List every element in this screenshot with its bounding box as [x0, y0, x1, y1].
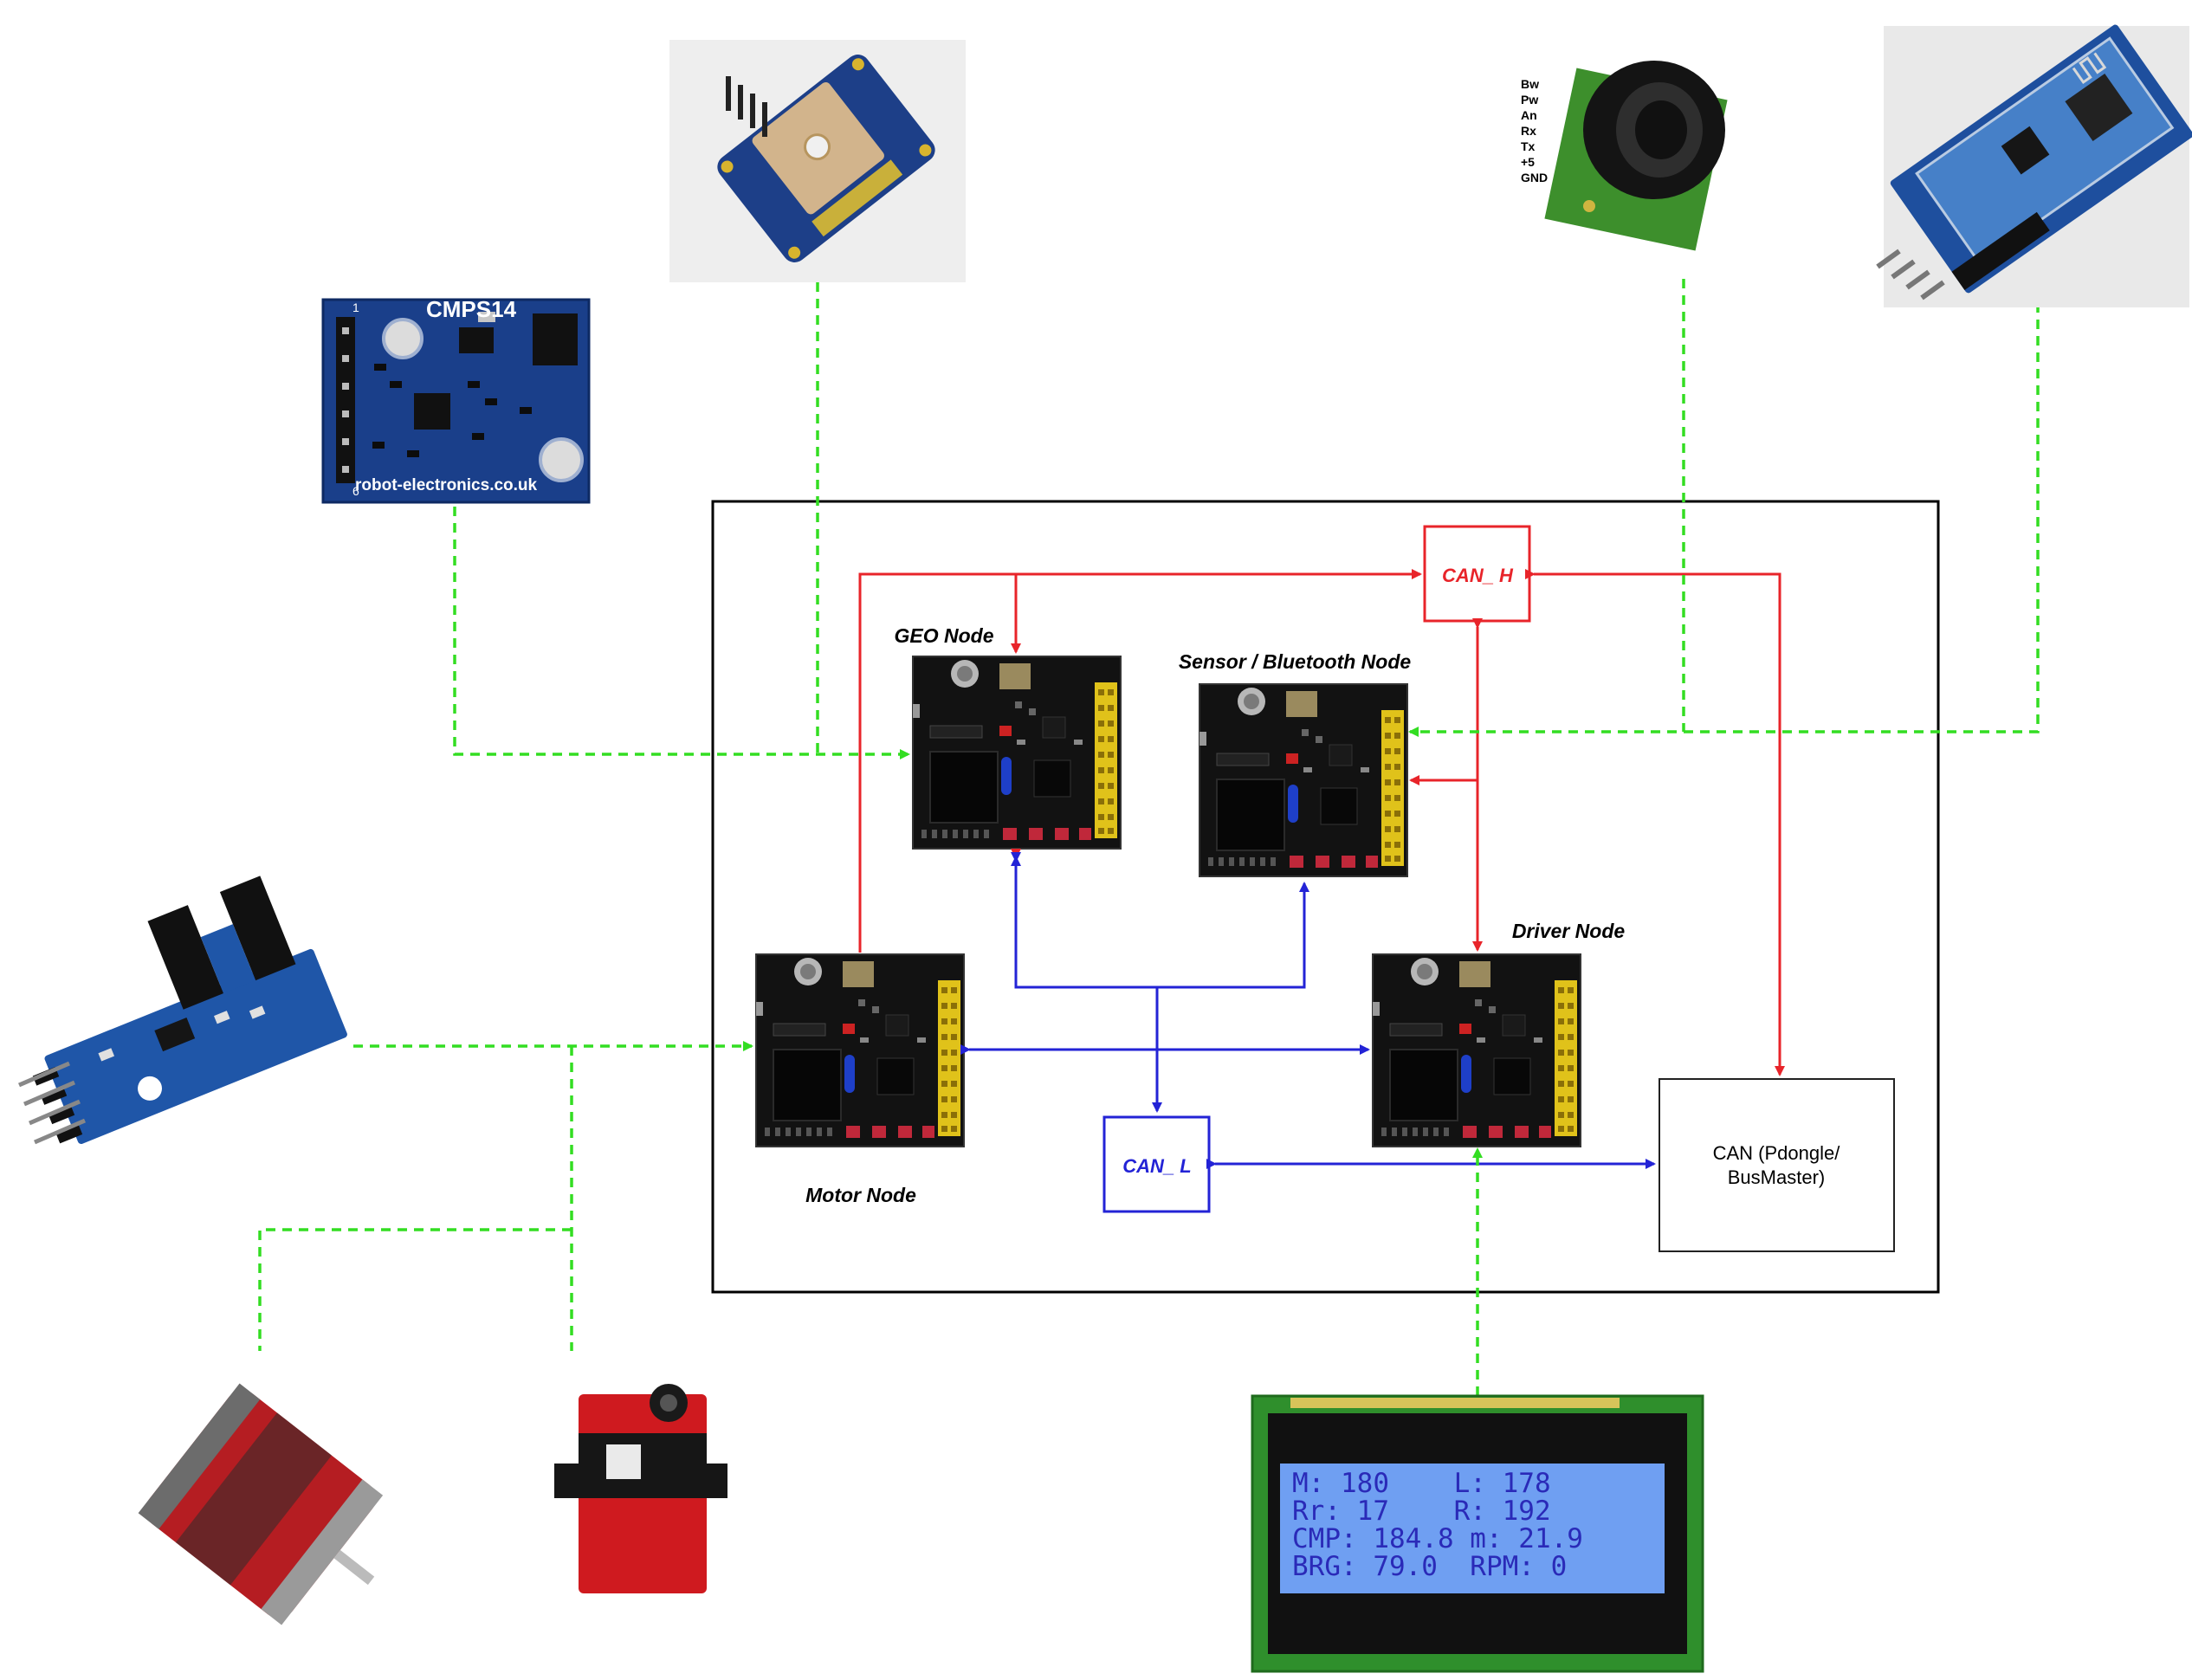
- servo-motor: [554, 1384, 727, 1593]
- bluetooth-module: [1876, 24, 2192, 307]
- ultrasonic-pin-gnd: GND: [1521, 171, 1548, 184]
- compass-pin-top: 1: [352, 300, 359, 314]
- can-h-wiring: [858, 569, 1785, 1076]
- ultrasonic-pin-5v: +5: [1521, 155, 1535, 169]
- can-l-wiring: [960, 849, 1656, 1169]
- motor-node-label: Motor Node: [805, 1184, 916, 1206]
- can-h-label: CAN_ H: [1442, 565, 1514, 586]
- sensor-node-label: Sensor / Bluetooth Node: [1179, 650, 1412, 673]
- ultrasonic-pin-an: An: [1521, 108, 1537, 122]
- can-dongle-label-1: CAN (Pdongle/: [1713, 1142, 1841, 1164]
- lcd-line-3: CMP: 184.8 m: 21.9: [1292, 1523, 1583, 1554]
- can-l-label: CAN_ L: [1122, 1155, 1191, 1177]
- ultrasonic-pin-rx: Rx: [1521, 124, 1536, 138]
- can-dongle-box: [1659, 1078, 1895, 1252]
- driver-node-board: [1372, 953, 1581, 1147]
- ultrasonic-pin-bw: Bw: [1521, 77, 1539, 91]
- ultrasonic-pin-tx: Tx: [1521, 139, 1536, 153]
- compass-pin-bottom: 6: [352, 484, 359, 498]
- gps-module: [669, 40, 966, 282]
- compass-model-label: CMPS14: [426, 296, 517, 322]
- can-dongle-label-2: BusMaster): [1728, 1166, 1825, 1188]
- system-frame: [711, 500, 1940, 1294]
- lcd-line-4: BRG: 79.0 RPM: 0: [1292, 1551, 1567, 1582]
- compass-module: CMPS14 robot-electronics.co.uk 1 6: [321, 296, 591, 504]
- lcd-line-1: M: 180 L: 178: [1292, 1468, 1551, 1499]
- can-l-box: [1102, 1115, 1211, 1213]
- driver-node-label: Driver Node: [1512, 920, 1626, 942]
- lcd-line-2: Rr: 17 R: 192: [1292, 1496, 1551, 1527]
- geo-node-label: GEO Node: [894, 624, 993, 647]
- ultrasonic-pin-pw: Pw: [1521, 93, 1538, 107]
- sensor-node-board: [1199, 683, 1408, 877]
- compass-site-label: robot-electronics.co.uk: [355, 476, 538, 494]
- peripheral-links: [258, 279, 2040, 1396]
- dc-motor: [138, 1383, 384, 1625]
- motor-node-board: [755, 953, 965, 1147]
- lcd-display: M: 180 L: 178 Rr: 17 R: 192 CMP: 184.8 m…: [1251, 1394, 1704, 1673]
- geo-node-board: [912, 656, 1122, 850]
- ultrasonic-sensor: Bw Pw An Rx Tx +5 GND: [1521, 61, 1728, 251]
- speed-sensor: [18, 876, 347, 1145]
